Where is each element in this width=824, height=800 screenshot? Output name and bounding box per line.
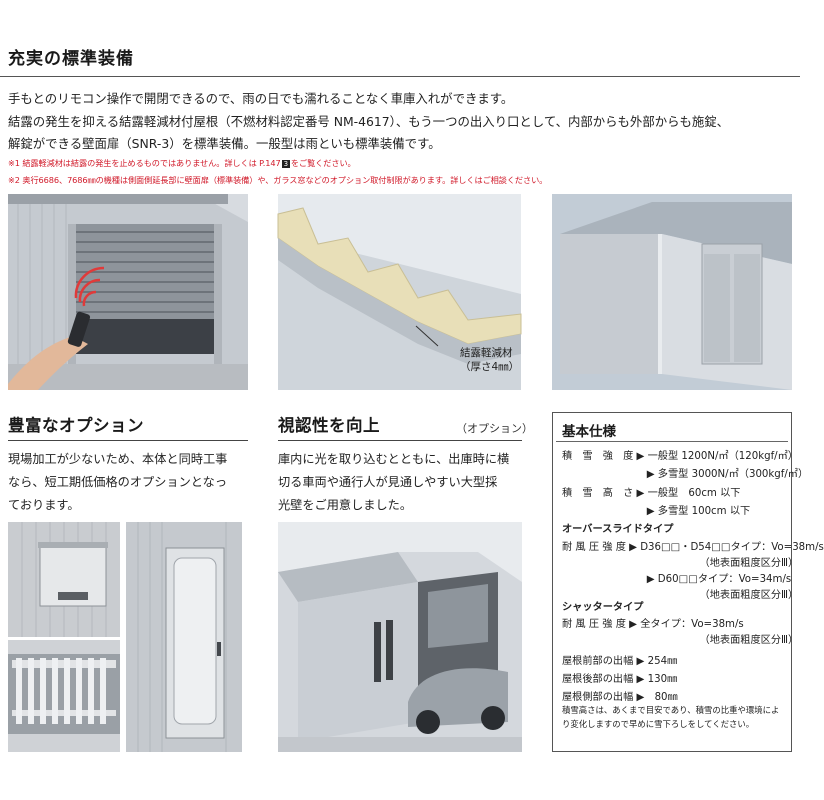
entrance-door-photo bbox=[126, 522, 242, 752]
footnote-2: ※2 奥行6686、7686㎜の機種は側面側延長部に壁面扉（標準装備）や、ガラス… bbox=[8, 175, 548, 185]
visibility-body: 庫内に光を取り込むとともに、出庫時に横 切る車両や通行人が見通しやすい大型採 光… bbox=[278, 448, 528, 517]
roof-panel-illustration bbox=[277, 194, 522, 390]
visibility-line-3: 光壁をご用意しました。 bbox=[278, 498, 413, 512]
window-grille-illustration bbox=[8, 640, 120, 752]
awning-window-photo bbox=[8, 522, 120, 637]
title-divider bbox=[0, 76, 800, 77]
spec-wind-overslide-2: ▶ D60□□タイプ：Vo=34m/s bbox=[562, 574, 792, 585]
spec-wind-shutter: 耐 風 圧 強 度 ▶ 全タイプ：Vo=38m/s bbox=[562, 619, 744, 630]
visibility-title: 視認性を向上 bbox=[278, 416, 380, 435]
remote-shutter-photo bbox=[8, 194, 248, 390]
spec-title: 基本仕様 bbox=[562, 424, 616, 440]
spec-wind-overslide-1: 耐 風 圧 強 度 ▶ D36□□・D54□□タイプ：Vo=38m/s bbox=[562, 542, 824, 553]
spec-roof-side: 屋根側部の出幅 ▶ 80㎜ bbox=[562, 692, 678, 703]
roof-section-photo bbox=[277, 194, 522, 390]
visibility-line-2: 切る車両や通行人が見通しやすい大型採 bbox=[278, 475, 498, 489]
options-divider bbox=[8, 440, 248, 441]
options-body: 現場加工が少ないため、本体と同時工事 なら、短工期低価格のオプションとなっ てお… bbox=[8, 448, 258, 517]
spec-divider bbox=[556, 441, 788, 442]
visibility-line-1: 庫内に光を取り込むとともに、出庫時に横 bbox=[278, 452, 510, 466]
spec-snow-load-heavy: ▶ 多雪型 3000N/㎡（300kgf/㎡） bbox=[562, 469, 809, 480]
options-line-1: 現場加工が少ないため、本体と同時工事 bbox=[8, 452, 228, 466]
roof-material-label: 結露軽減材 （厚さ4㎜） bbox=[460, 346, 519, 374]
spec-wind-shutter-note: （地表面粗度区分Ⅲ） bbox=[562, 635, 799, 646]
awning-window-illustration bbox=[8, 522, 120, 637]
spec-footnote-line-2: り変化しますので早めに雪下ろしをしてください。 bbox=[562, 719, 755, 729]
visibility-subtitle: （オプション） bbox=[456, 422, 533, 435]
page-ref-badge: 3 bbox=[281, 160, 290, 168]
options-line-3: ております。 bbox=[8, 498, 80, 512]
footnote-1-tail: をご覧ください。 bbox=[290, 158, 356, 168]
side-door-illustration bbox=[552, 194, 792, 390]
spec-footnote-line-1: 積雪高さは、あくまで目安であり、積雪の比重や環境によ bbox=[562, 705, 780, 715]
intro-line-1: 手もとのリモコン操作で開閉できるので、雨の日でも濡れることなく車庫入れができます… bbox=[8, 91, 514, 106]
spec-panel bbox=[552, 412, 792, 752]
footnote-1-text: ※1 結露軽減材は結露の発生を止めるものではありません。詳しくは P.147 bbox=[8, 158, 281, 168]
visibility-divider bbox=[278, 440, 522, 441]
spec-roof-rear: 屋根後部の出幅 ▶ 130㎜ bbox=[562, 674, 678, 685]
spec-snow-height-standard: 積 雪 高 さ ▶ 一般型 60cm 以下 bbox=[562, 488, 741, 499]
skylight-wall-photo bbox=[278, 522, 522, 752]
spec-snow-height-heavy: ▶ 多雪型 100cm 以下 bbox=[562, 506, 751, 517]
side-door-photo bbox=[552, 194, 792, 390]
spec-footnote: 積雪高さは、あくまで目安であり、積雪の比重や環境によ り変化しますので早めに雪下… bbox=[562, 703, 779, 731]
roof-material-thickness: （厚さ4㎜） bbox=[460, 361, 520, 373]
skylight-wall-illustration bbox=[278, 522, 522, 752]
intro-text: 手もとのリモコン操作で開閉できるので、雨の日でも濡れることなく車庫入れができます… bbox=[8, 88, 798, 156]
intro-line-2: 結露の発生を抑える結露軽減材付屋根（不燃材料認定番号 NM-4617）、もう一つ… bbox=[8, 113, 730, 129]
window-grille-photo bbox=[8, 640, 120, 752]
spec-overslide-heading: オーバースライドタイプ bbox=[562, 524, 674, 535]
roof-material-name: 結露軽減材 bbox=[460, 347, 513, 359]
intro-line-3: 解錠ができる壁面扉（SNR-3）を標準装備。一般型は雨といも標準装備です。 bbox=[8, 136, 441, 151]
options-title: 豊富なオプション bbox=[8, 416, 144, 435]
entrance-door-illustration bbox=[126, 522, 242, 752]
page-title: 充実の標準装備 bbox=[8, 49, 134, 69]
spec-roof-front: 屋根前部の出幅 ▶ 254㎜ bbox=[562, 656, 678, 667]
options-line-2: なら、短工期低価格のオプションとなっ bbox=[8, 475, 228, 489]
remote-shutter-illustration bbox=[8, 194, 248, 390]
spec-snow-load-standard: 積 雪 強 度 ▶ 一般型 1200N/㎡（120kgf/㎡） bbox=[562, 451, 798, 462]
spec-shutter-heading: シャッタータイプ bbox=[562, 602, 644, 613]
spec-wind-overslide-1-note: （地表面粗度区分Ⅲ） bbox=[562, 558, 799, 569]
spec-wind-overslide-2-note: （地表面粗度区分Ⅲ） bbox=[562, 590, 799, 601]
